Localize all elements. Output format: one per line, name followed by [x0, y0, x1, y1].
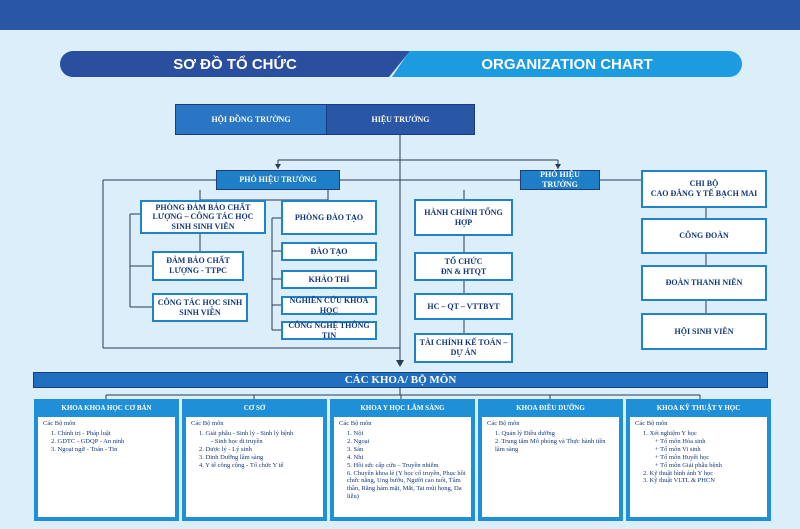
panel-khoa-ky-thuat-y-hoc: KHOA KỸ THUẬT Y HỌC Các Bộ môn 1. Xét ng… [626, 399, 771, 521]
panel-body: Các Bộ môn 1. Nội 2. Ngoại 3. Sản 4. Nhi… [334, 417, 471, 517]
node-pho-hieu-truong-right: PHÓ HIỆU TRƯỞNG [520, 170, 600, 190]
title-vietnamese: SƠ ĐỒ TỔ CHỨC [60, 51, 410, 77]
node-pho-hieu-truong-left: PHÓ HIỆU TRƯỞNG [216, 170, 340, 190]
panel-title: KHOA Y HỌC LÂM SÀNG [360, 404, 445, 412]
panel-title: KHOA KHOA HỌC CƠ BẢN [61, 404, 152, 412]
panel-body: Các Bộ môn 1. Chính trị - Pháp luật 2. G… [38, 417, 175, 517]
title-english: ORGANIZATION CHART [392, 51, 742, 77]
list-item: 3. Sản [347, 445, 364, 453]
node-cong-doan: CÔNG ĐOÀN [641, 218, 767, 254]
list-item: + Tổ môn Hóa sinh [655, 437, 706, 445]
node-cntt: CÔNG NGHỆ THÔNG TIN [281, 321, 377, 340]
list-item: 2. Trung tâm Mô phỏng và Thực hành tiền … [495, 437, 606, 453]
list-item: 3. Kỹ thuật VLTL & PHCN [643, 477, 715, 485]
node-hieu-truong: HIỆU TRƯỞNG [326, 104, 475, 135]
list-item: 1. Chính trị - Pháp luật [51, 429, 111, 437]
node-dao-tao: ĐÀO TẠO [281, 242, 377, 261]
panel-group-label: Các Bộ môn [43, 420, 76, 427]
list-item: 4. Nhi [347, 453, 364, 461]
node-tai-chinh: TÀI CHÍNH KẾ TOÁN – DỰ ÁN [414, 333, 513, 363]
node-cong-tac-hssv: CÔNG TÁC HỌC SINH SINH VIÊN [152, 293, 248, 322]
list-item: 5. Hồi sức cấp cứu – Truyền nhiễm [347, 461, 439, 469]
list-item: 1. Giải phẫu - Sinh lý - Sinh lý bệnh [199, 429, 294, 437]
panel-title: KHOA KỸ THUẬT Y HỌC [656, 404, 741, 412]
node-doan-thanh-nien: ĐOÀN THANH NIÊN [641, 265, 767, 301]
list-item: 2. GDTC - GDQP - An ninh [51, 437, 125, 445]
node-phong-dao-tao: PHÒNG ĐÀO TẠO [281, 200, 377, 235]
panel-body: Các Bộ môn 1. Quản lý Điều dưỡng 2. Trun… [482, 417, 619, 517]
panel-group-label: Các Bộ môn [191, 420, 224, 427]
list-item: 2. Kỹ thuật hình ảnh Y học [643, 469, 714, 477]
node-dam-bao-chat-luong: ĐẢM BẢO CHẤT LƯỢNG - TTPC [152, 251, 244, 281]
node-hoi-dong-truong: HỘI ĐỒNG TRƯỜNG [175, 104, 327, 135]
list-item: - Sinh học di truyền [211, 437, 263, 445]
panel-khoa-khoa-hoc-co-ban: KHOA KHOA HỌC CƠ BẢN Các Bộ môn 1. Chính… [34, 399, 179, 521]
node-hc-qt: HC – QT – VTTBYT [414, 293, 513, 320]
node-nckh: NGHIÊN CỨU KHOA HỌC [281, 296, 377, 315]
list-item: 6. Chuyên khoa lẻ (Y học cổ truyền, Phục… [347, 469, 466, 501]
node-phong-dbcl: PHÒNG ĐẢM BẢO CHẤT LƯỢNG – CÔNG TÁC HỌC … [140, 200, 266, 234]
panel-khoa-dieu-duong: KHOA ĐIỀU DƯỠNG Các Bộ môn 1. Quản lý Đi… [478, 399, 623, 521]
panel-group-label: Các Bộ môn [339, 420, 372, 427]
top-bar [0, 0, 800, 30]
node-khao-thi: KHẢO THÍ [281, 270, 377, 289]
panel-co-so: CƠ SỞ Các Bộ môn 1. Giải phẫu - Sinh lý … [182, 399, 327, 521]
list-item: 1. Quản lý Điều dưỡng [495, 429, 555, 437]
list-item: 3. Dinh Dưỡng lâm sàng [199, 453, 264, 461]
khoa-bo-mon-bar: CÁC KHOA/ BỘ MÔN [33, 372, 768, 388]
node-hanh-chinh-tong-hop: HÀNH CHÍNH TỔNG HỢP [414, 199, 513, 236]
node-hoi-sinh-vien: HỘI SINH VIÊN [641, 313, 767, 350]
panel-body: Các Bộ môn 1. Giải phẫu - Sinh lý - Sinh… [186, 417, 323, 517]
list-item: 3. Ngoại ngữ - Toán - Tin [51, 445, 118, 453]
panel-body: Các Bộ môn 1. Xét nghiệm Y học + Tổ môn … [630, 417, 767, 517]
panel-group-label: Các Bộ môn [487, 420, 520, 427]
node-to-chuc: TỔ CHỨC ĐN & HTQT [414, 252, 513, 281]
list-item: 1. Xét nghiệm Y học [643, 429, 697, 437]
list-item: 1. Nội [347, 429, 364, 437]
list-item: + Tổ môn Vi sinh [655, 445, 701, 453]
panel-khoa-y-hoc-lam-sang: KHOA Y HỌC LÂM SÀNG Các Bộ môn 1. Nội 2.… [330, 399, 475, 521]
list-item: 2. Ngoại [347, 437, 370, 445]
panel-title: KHOA ĐIỀU DƯỠNG [516, 404, 585, 412]
panel-title: CƠ SỞ [243, 404, 266, 412]
list-item: + Tổ môn Giải phẫu bệnh [655, 461, 722, 469]
list-item: 4. Y tế công cộng - Tổ chức Y tế [199, 461, 284, 469]
panel-group-label: Các Bộ môn [635, 420, 668, 427]
list-item: 2. Dược lý - Lý sinh [199, 445, 252, 453]
list-item: + Tổ môn Huyết học [655, 453, 710, 461]
node-chi-bo: CHI BỘ CAO ĐẲNG Y TẾ BẠCH MAI [641, 170, 767, 208]
